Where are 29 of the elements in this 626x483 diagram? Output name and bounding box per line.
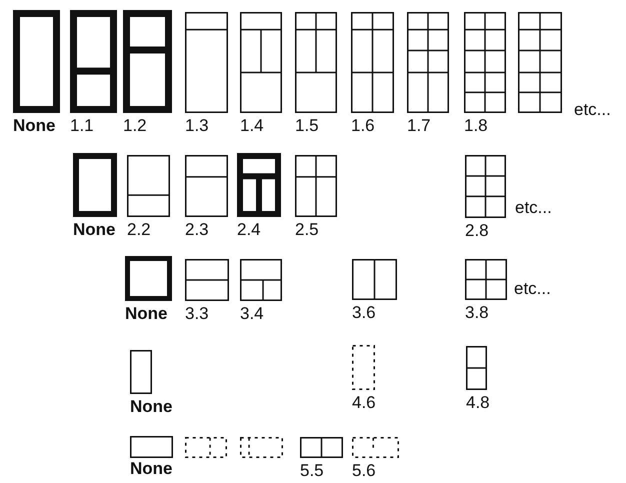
layout-label: 1.6 [351,116,375,135]
layout-label: 2.5 [295,220,319,239]
layout-label: 1.4 [240,116,264,135]
layout-label: 2.8 [465,221,489,240]
continuation-note: etc... [515,198,552,218]
layout-label: 2.4 [237,220,261,239]
layout-label: 5.6 [352,461,376,480]
layout-label: 3.4 [240,304,264,323]
layout-label: 4.6 [352,393,376,412]
layout-label: 2.3 [185,220,209,239]
continuation-note: etc... [514,279,551,299]
layout-label: 5.5 [300,461,324,480]
layout-label: 2.2 [127,220,151,239]
layout-label: 1.2 [123,116,147,135]
layout-label: None [125,304,168,323]
layout-label: 4.8 [466,393,490,412]
layout-label: None [130,397,172,416]
continuation-note: etc... [574,100,611,120]
layout-label: 1.5 [295,116,319,135]
layout-label: None [13,116,56,135]
layout-label: 1.7 [407,116,431,135]
layout-label: 1.1 [70,116,94,135]
layout-label: 1.3 [185,116,209,135]
layout-label: 1.8 [464,116,488,135]
layout-label: 3.3 [185,304,209,323]
layout-label: None [73,220,116,239]
layout-label: None [130,459,172,478]
layout-label: 3.8 [465,303,489,322]
layout-label: 3.6 [352,303,376,322]
